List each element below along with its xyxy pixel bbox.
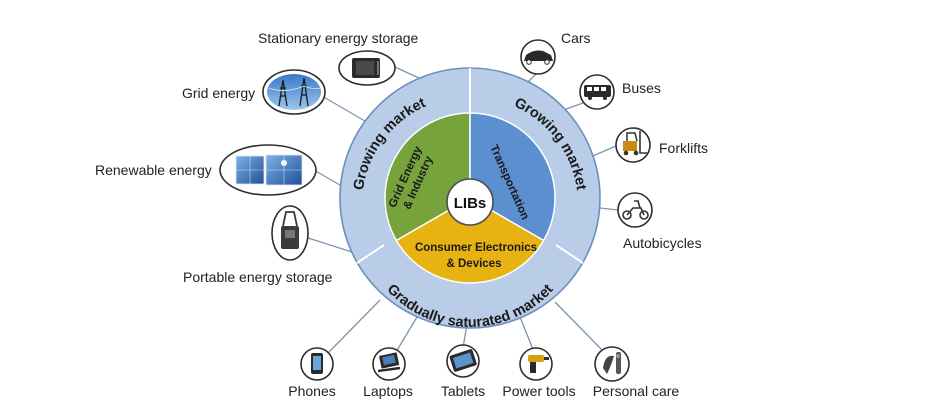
phone-icon	[300, 347, 334, 381]
portable-storage-label: Portable energy storage	[183, 269, 333, 285]
forklift-icon	[615, 127, 651, 163]
stationary-storage-label: Stationary energy storage	[258, 30, 419, 46]
scooter-icon	[617, 192, 653, 228]
personal-care-label: Personal care	[593, 383, 680, 399]
car-icon	[520, 39, 556, 75]
ring-dividers	[356, 68, 584, 264]
laptops-label: Laptops	[363, 383, 413, 399]
renewable-energy-label: Renewable energy	[95, 162, 212, 178]
autobicycles-label: Autobicycles	[623, 235, 702, 251]
solar-panel-icon	[219, 144, 317, 196]
laptop-icon	[372, 347, 406, 381]
buses-label: Buses	[622, 80, 661, 96]
grid-energy-label: Grid energy	[182, 85, 255, 101]
bus-icon	[579, 74, 615, 110]
connector-lines	[304, 66, 619, 353]
center-libs-circle	[446, 178, 494, 226]
tablet-icon	[446, 344, 480, 378]
shaver-icon	[594, 346, 630, 382]
power-tools-label: Power tools	[502, 383, 575, 399]
portable-battery-icon	[271, 205, 309, 261]
drill-icon	[519, 347, 553, 381]
consumer-electronics-label-line1: Consumer Electronics	[415, 242, 537, 254]
battery-cabinet-icon	[338, 50, 396, 86]
cars-label: Cars	[561, 30, 591, 46]
power-grid-icon	[262, 69, 326, 115]
forklifts-label: Forklifts	[659, 140, 708, 156]
consumer-electronics-sector	[395, 197, 545, 284]
consumer-electronics-label-line2: & Devices	[447, 258, 502, 270]
center-label: LIBs	[454, 195, 487, 212]
phones-label: Phones	[288, 383, 335, 399]
tablets-label: Tablets	[441, 383, 485, 399]
